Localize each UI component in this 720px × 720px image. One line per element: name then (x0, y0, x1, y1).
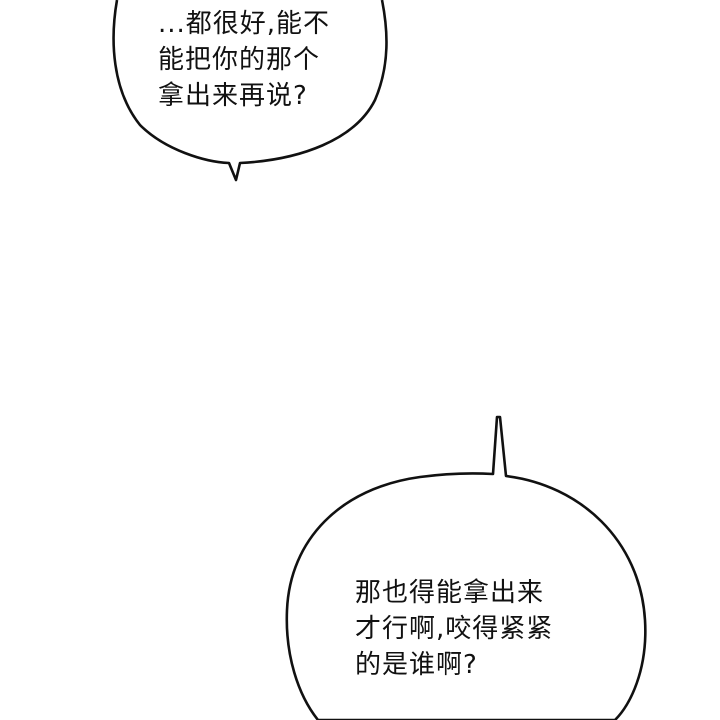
speech-text-bottom: 那也得能拿出来 才行啊,咬得紧紧 的是谁啊? (355, 575, 553, 683)
speech-bubble-bottom (285, 415, 647, 720)
speech-line: 的是谁啊? (355, 650, 478, 680)
speech-line: 那也得能拿出来 (355, 578, 545, 608)
speech-line: 才行啊,咬得紧紧 (355, 614, 554, 644)
speech-line: ...都很好,能不 (158, 9, 331, 39)
speech-line: 能把你的那个 (158, 45, 321, 75)
speech-line: 拿出来再说? (158, 81, 308, 111)
speech-bubble-top (112, 0, 388, 182)
speech-text-top: ...都很好,能不 能把你的那个 拿出来再说? (158, 6, 330, 114)
